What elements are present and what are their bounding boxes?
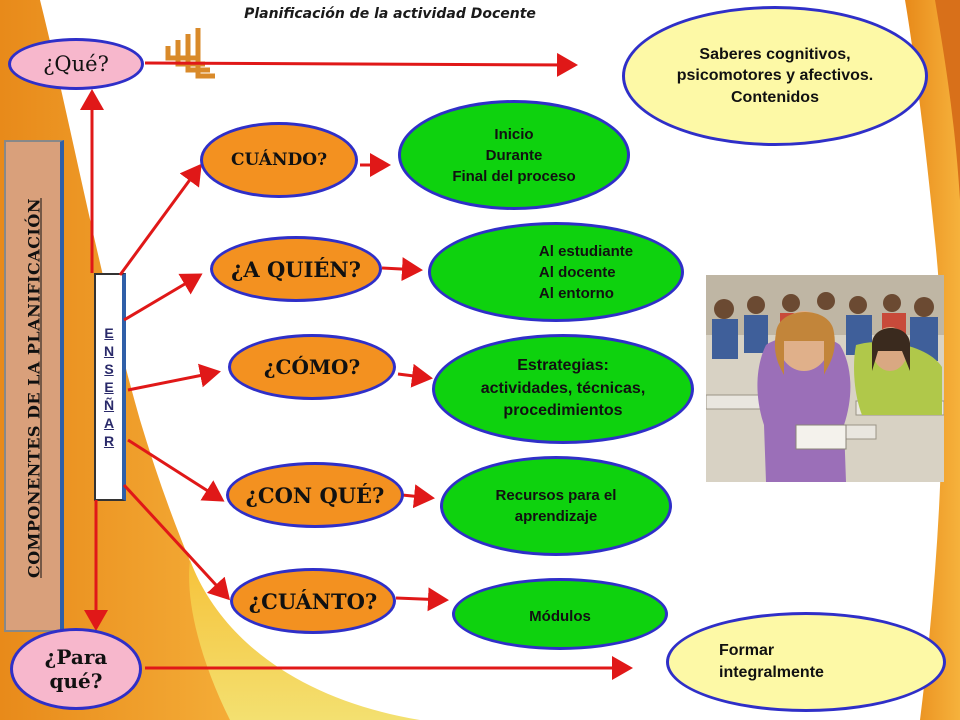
- answer-a-quien: Al estudiante Al docente Al entorno: [428, 222, 684, 322]
- components-label: COMPONENTES DE LA PLANIFICACIÓN: [24, 198, 44, 578]
- answer-que: Saberes cognitivos, psicomotores y afect…: [622, 6, 928, 146]
- answer-cuando: Inicio Durante Final del proceso: [398, 100, 630, 210]
- logo-mark: [165, 28, 215, 79]
- ensenar-letter: E: [104, 325, 114, 341]
- classroom-photo: [706, 275, 944, 482]
- ensenar-letter: A: [103, 415, 115, 431]
- answer-para-que: Formar integralmente: [666, 612, 946, 712]
- answer-como: Estrategias: actividades, técnicas, proc…: [432, 334, 694, 444]
- classroom-students-photo-icon: [706, 275, 944, 482]
- ensenar-letter: R: [103, 433, 115, 449]
- node-cuando: CUÁNDO?: [200, 122, 358, 198]
- ensenar-letter: E: [104, 379, 114, 395]
- ensenar-letter: S: [104, 361, 114, 377]
- ensenar-letter: N: [103, 343, 115, 359]
- node-para-que: ¿Para qué?: [10, 628, 142, 710]
- node-como: ¿CÓMO?: [228, 334, 396, 400]
- answer-cuanto: Módulos: [452, 578, 668, 650]
- ensenar-letter: Ñ: [103, 397, 115, 413]
- answer-con-que: Recursos para el aprendizaje: [440, 456, 672, 556]
- page-title: Planificación de la actividad Docente: [244, 6, 536, 22]
- node-a-quien: ¿A QUIÉN?: [210, 236, 382, 302]
- ensenar-box: E N S E Ñ A R: [94, 273, 126, 501]
- components-sidebar: [4, 140, 64, 632]
- node-que: ¿Qué?: [8, 38, 144, 90]
- node-con-que: ¿CON QUÉ?: [226, 462, 404, 528]
- node-cuanto: ¿CUÁNTO?: [230, 568, 396, 634]
